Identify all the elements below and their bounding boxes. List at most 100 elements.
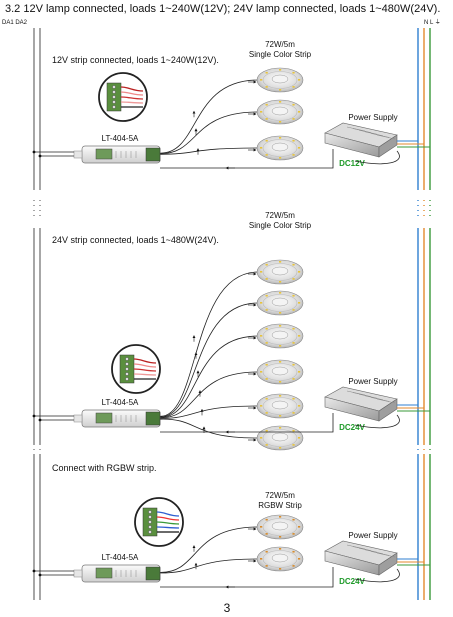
strip-wire: [159, 526, 259, 573]
led-chip: [279, 325, 282, 327]
zoom-screw: [148, 530, 152, 534]
led-strip-reel: [256, 359, 304, 385]
controller-output-terminal: [145, 566, 161, 581]
led-chip: [260, 302, 263, 304]
led-chip: [265, 154, 268, 156]
led-chip: [279, 312, 282, 314]
led-chip: [265, 397, 268, 400]
terminal-zoom-circle: [98, 72, 148, 122]
reel-hub: [271, 266, 289, 276]
controller-input-terminal: [95, 148, 113, 160]
psu-end: [378, 398, 398, 422]
led-chip: [265, 533, 268, 535]
reel-hub: [271, 297, 289, 307]
led-chip: [279, 101, 282, 103]
zoom-screw: [112, 85, 116, 89]
led-chip: [292, 342, 295, 344]
zoom-wire: [156, 516, 180, 521]
controller-output-terminal: [145, 411, 161, 426]
led-strip-reel: [256, 67, 304, 93]
zoom-screw: [125, 362, 129, 366]
zoom-wire: [156, 511, 180, 517]
led-chip: [265, 518, 268, 521]
reel-ring: [262, 71, 298, 89]
terminal-zoom-circle: [134, 497, 184, 547]
led-chip: [292, 278, 295, 280]
strip-wire: [159, 558, 259, 574]
strip-type-label: RGBW Strip: [258, 501, 302, 510]
power-supply-label: Power Supply: [348, 377, 397, 386]
led-chip: [292, 397, 295, 400]
reel-hub: [271, 366, 289, 376]
strip-wire: [159, 302, 259, 418]
led-chip: [265, 263, 268, 266]
zoom-wire: [156, 521, 180, 525]
psu-vent: [352, 392, 372, 397]
led-chip: [292, 86, 295, 88]
led-strip-reel: [256, 259, 304, 285]
zoom-wire: [120, 91, 144, 96]
led-chip: [265, 118, 268, 120]
led-chip: [279, 345, 282, 347]
reel-ring: [262, 103, 298, 121]
led-strip-reel: [256, 135, 304, 161]
controller-lt-404-5a: [73, 564, 161, 583]
zoom-wire: [120, 101, 144, 104]
led-strip-reel: [256, 514, 304, 540]
led-chip: [265, 363, 268, 366]
section-caption: 12V strip connected, loads 1~240W(12V).: [52, 55, 219, 65]
reel-ring: [262, 397, 298, 415]
led-chip: [265, 565, 268, 567]
led-chip: [265, 139, 268, 142]
led-chip: [260, 111, 263, 113]
controller-input-terminal: [95, 412, 113, 424]
led-chip: [279, 568, 282, 570]
section-caption: 24V strip connected, loads 1~480W(24V).: [52, 235, 219, 245]
reel-hub: [271, 74, 289, 84]
bus-left-label: DA1 DA2: [2, 20, 28, 26]
sections: 12V strip connected, loads 1~240W(12V).7…: [32, 40, 430, 589]
psu-end: [378, 552, 398, 576]
led-strip-reel: [256, 99, 304, 125]
zoom-screw: [112, 100, 116, 104]
power-supply-unit: [324, 122, 398, 158]
strip-wire: [159, 371, 259, 419]
led-chip: [298, 437, 301, 439]
psu-end: [378, 134, 398, 158]
led-chip: [298, 558, 301, 560]
led-chip: [279, 516, 282, 518]
reel-ring: [262, 263, 298, 281]
zoom-screw: [125, 377, 129, 381]
zoom-wire: [133, 368, 157, 372]
reel-ring: [262, 518, 298, 536]
led-chip: [292, 378, 295, 380]
led-chip: [265, 294, 268, 297]
controller-label: LT-404-5A: [102, 553, 139, 562]
strip-wire: [159, 405, 259, 419]
led-chip: [279, 121, 282, 123]
power-supply-unit: [324, 386, 398, 422]
led-chip: [260, 147, 263, 149]
led-chip: [265, 550, 268, 553]
psu-vent: [352, 546, 372, 551]
zoom-screw: [148, 525, 152, 529]
psu-vent: [364, 395, 384, 401]
psu-vent: [346, 126, 366, 132]
dc-voltage-label: DC24V: [339, 577, 365, 586]
page-title: 3.2 12V lamp connected, loads 1~240W(12V…: [5, 3, 440, 15]
controller-tab: [73, 569, 83, 578]
reel-hub: [271, 553, 289, 563]
led-chip: [292, 118, 295, 120]
led-chip: [298, 271, 301, 273]
bus-junction: [32, 569, 36, 573]
led-chip: [279, 548, 282, 550]
strip-type-label: Single Color Strip: [249, 50, 312, 59]
reel-ring: [262, 363, 298, 381]
reel-ring: [262, 327, 298, 345]
led-chip: [260, 271, 263, 273]
led-chip: [265, 309, 268, 311]
reel-ring: [262, 429, 298, 447]
controller-lt-404-5a: [73, 409, 161, 428]
led-chip: [292, 533, 295, 535]
